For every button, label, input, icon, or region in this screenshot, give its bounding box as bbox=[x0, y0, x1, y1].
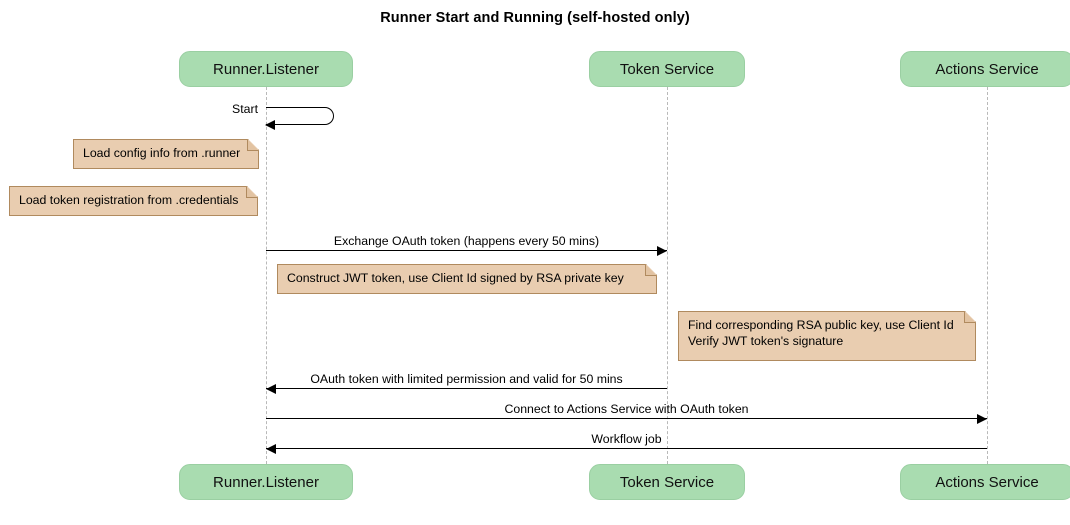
participant-actions-top[interactable]: Actions Service bbox=[900, 51, 1070, 87]
note-fold-corner-icon bbox=[646, 264, 657, 275]
message-oauth-return-line bbox=[266, 388, 667, 389]
note-construct-jwt: Construct JWT token, use Client Id signe… bbox=[277, 264, 657, 294]
message-label-workflow-job: Workflow job bbox=[591, 432, 662, 446]
note-fold-corner-icon bbox=[247, 186, 258, 197]
note-text: Find corresponding RSA public key, use C… bbox=[688, 318, 954, 348]
participant-label: Actions Service bbox=[935, 61, 1039, 78]
participant-label: Token Service bbox=[619, 474, 715, 491]
note-text: Load config info from .runner bbox=[83, 146, 241, 160]
lifeline-actions bbox=[987, 87, 988, 464]
message-connect-actions-arrowhead bbox=[977, 413, 987, 424]
participant-actions-bottom[interactable]: Actions Service bbox=[900, 464, 1070, 500]
note-fold-corner-icon bbox=[248, 139, 259, 150]
message-connect-actions-line bbox=[266, 418, 987, 419]
lifeline-token bbox=[667, 87, 668, 464]
lifeline-runner bbox=[266, 87, 267, 464]
message-start-arrowhead bbox=[265, 120, 275, 130]
diagram-title: Runner Start and Running (self-hosted on… bbox=[380, 10, 690, 26]
message-label-connect-actions: Connect to Actions Service with OAuth to… bbox=[504, 402, 749, 416]
note-fold-corner-icon bbox=[965, 311, 976, 322]
message-workflow-job-arrowhead bbox=[266, 443, 276, 454]
note-load-token: Load token registration from .credential… bbox=[9, 186, 258, 216]
message-oauth-return-arrowhead bbox=[266, 383, 276, 394]
participant-label: Runner.Listener bbox=[213, 61, 319, 78]
note-verify-jwt: Find corresponding RSA public key, use C… bbox=[678, 311, 976, 361]
message-label-exchange-oauth: Exchange OAuth token (happens every 50 m… bbox=[333, 234, 600, 248]
participant-runner-top[interactable]: Runner.Listener bbox=[179, 51, 353, 87]
message-workflow-job-line bbox=[266, 448, 987, 449]
message-exchange-oauth-arrowhead bbox=[657, 245, 667, 256]
participant-label: Runner.Listener bbox=[213, 474, 319, 491]
participant-token-top[interactable]: Token Service bbox=[589, 51, 745, 87]
note-load-config: Load config info from .runner bbox=[73, 139, 259, 169]
participant-label: Token Service bbox=[619, 61, 715, 78]
message-label-start: Start bbox=[232, 102, 258, 116]
note-text: Construct JWT token, use Client Id signe… bbox=[287, 271, 624, 285]
participant-runner-bottom[interactable]: Runner.Listener bbox=[179, 464, 353, 500]
note-text: Load token registration from .credential… bbox=[19, 193, 239, 207]
message-exchange-oauth-line bbox=[266, 250, 667, 251]
participant-token-bottom[interactable]: Token Service bbox=[589, 464, 745, 500]
message-start-selfloop bbox=[266, 107, 334, 125]
participant-label: Actions Service bbox=[935, 474, 1039, 491]
message-label-oauth-return: OAuth token with limited permission and … bbox=[310, 372, 623, 386]
